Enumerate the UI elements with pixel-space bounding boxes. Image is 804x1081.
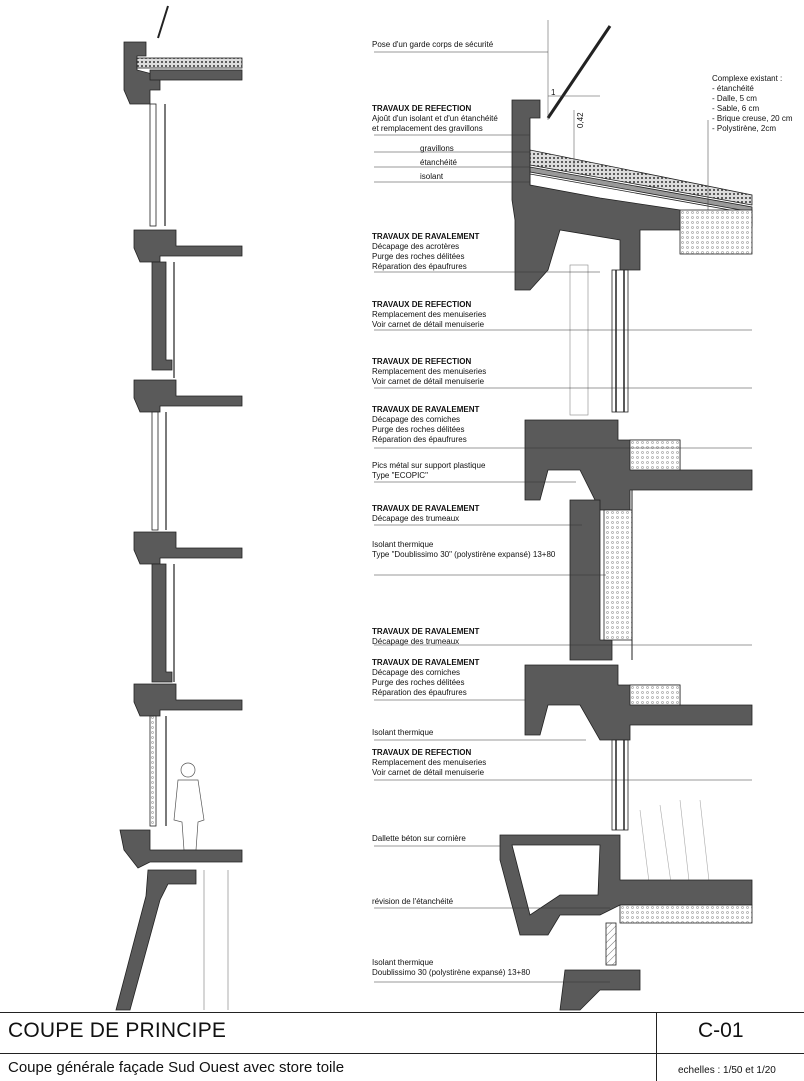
roof-gravel-layer: [136, 57, 243, 69]
annotation-insulation-3: Isolant thermique Doublissimo 30 (polyst…: [372, 958, 531, 977]
dimension-042: 0,42: [576, 112, 585, 128]
sheet-title: COUPE DE PRINCIPE: [8, 1019, 227, 1042]
annotation-cornice-1: TRAVAUX DE RAVALEMENT Décapage des corni…: [372, 405, 480, 444]
window-frame-2: [611, 739, 629, 831]
leader-lines: [374, 51, 752, 983]
sheet-scale: echelles : 1/50 et 1/20: [678, 1065, 776, 1076]
title-divider-vertical: [656, 1013, 657, 1081]
layer-gravel: gravillons: [420, 144, 454, 153]
cornice-floor-4: [133, 683, 243, 717]
annotation-dallette: Dallette béton sur cornière: [372, 834, 466, 843]
annotation-windows-2: TRAVAUX DE REFECTION Remplacement des me…: [372, 357, 487, 386]
existing-complex-block: [679, 209, 753, 255]
window-frame-1: [611, 269, 629, 413]
detail-section: [499, 20, 753, 1011]
bottom-balcony: [119, 829, 243, 869]
annotation-acroterion: TRAVAUX DE RAVALEMENT Décapage des acrot…: [372, 232, 480, 271]
layer-waterproofing: étanchéité: [420, 158, 457, 167]
annotation-bird-spikes: Pics métal sur support plastique Type "E…: [372, 461, 486, 480]
sheet-subtitle: Coupe générale façade Sud Ouest avec sto…: [8, 1059, 345, 1076]
annotation-waterproofing-revision: révision de l'étanchéité: [372, 897, 454, 906]
annotation-insulation-2: Isolant thermique: [372, 728, 434, 737]
cornice-floor-3: [133, 531, 243, 565]
general-section: [115, 5, 243, 1011]
top-parapet: [123, 41, 161, 105]
metal-post: [605, 922, 617, 966]
human-figure: [173, 762, 205, 851]
cornice-floor-2: [133, 379, 243, 413]
lower-lintel: [559, 969, 641, 1011]
roof-slab: [149, 69, 243, 81]
sheet-code: C-01: [698, 1019, 744, 1042]
base-wall: [115, 869, 197, 1011]
top-note: Pose d'un garde corps de sécurité: [372, 40, 494, 49]
annotation-windows-3: TRAVAUX DE REFECTION Remplacement des me…: [372, 748, 487, 777]
existing-complex: Complexe existant : - étanchéité - Dalle…: [712, 74, 793, 133]
section-drawing: [115, 5, 753, 1011]
title-divider-horizontal: [0, 1053, 804, 1054]
annotation-trumeau-2: TRAVAUX DE RAVALEMENT Décapage des trume…: [372, 627, 480, 646]
cornice-floor-1: [133, 229, 243, 263]
drawing-sheet: Pose d'un garde corps de sécurité 1 0,42…: [115, 5, 793, 1011]
layer-insulation: isolant: [420, 172, 444, 181]
acroterion: [511, 99, 681, 291]
annotation-windows-1: TRAVAUX DE REFECTION Remplacement des me…: [372, 300, 487, 329]
annotation-roof-refection: TRAVAUX DE REFECTION Ajoût d'un isolant …: [372, 104, 498, 133]
annotation-trumeau-1: TRAVAUX DE RAVALEMENT Décapage des trume…: [372, 504, 480, 523]
annotation-cornice-2: TRAVAUX DE RAVALEMENT Décapage des corni…: [372, 658, 480, 697]
dimension-1: 1: [551, 88, 556, 97]
title-block: COUPE DE PRINCIPE Coupe générale façade …: [0, 1012, 804, 1081]
thermal-insulation: [603, 509, 633, 641]
annotation-insulation-1: Isolant thermique Type "Doublissimo 30" …: [372, 540, 556, 559]
